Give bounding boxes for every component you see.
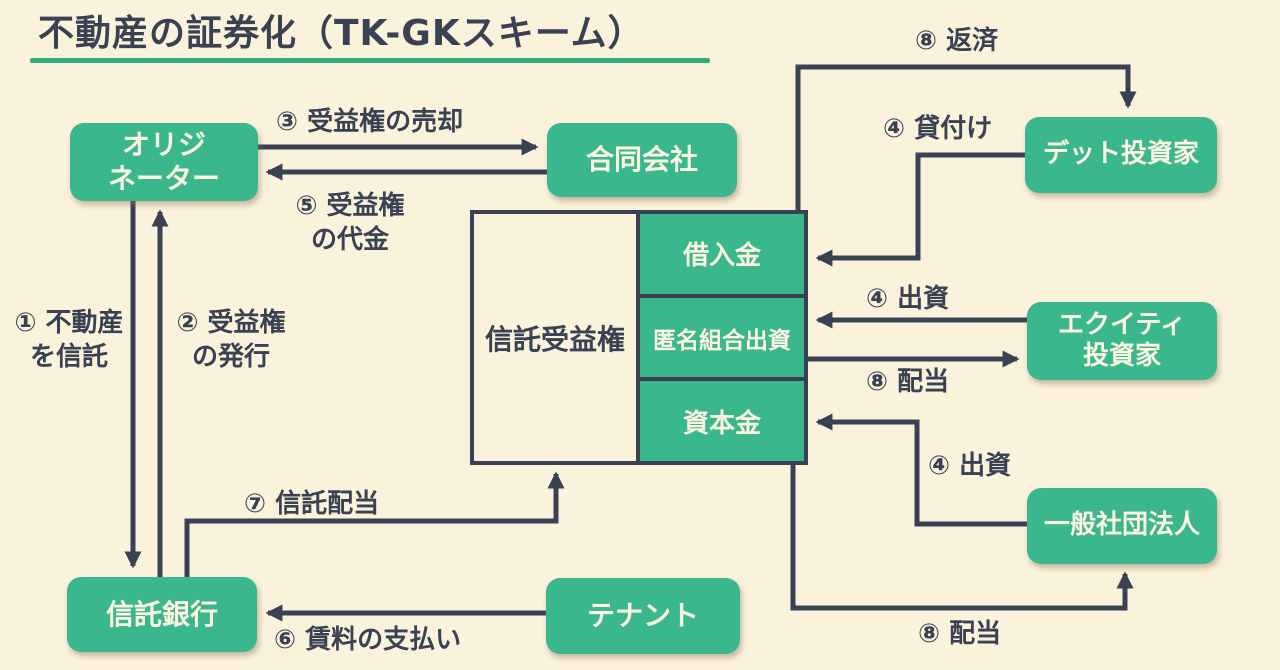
debt-investor-box: デット投資家 (1025, 117, 1217, 193)
originator-box: オリジ ネーター (70, 123, 258, 201)
equity-investor-box: エクイティ 投資家 (1027, 302, 1217, 380)
tenant-box: テナント (546, 578, 740, 654)
title-underline (30, 58, 710, 63)
arrow-8-repayment (795, 64, 1137, 210)
label-3-sale: ③ 受益権の売却 (276, 107, 464, 137)
label-8-repayment: ⑧ 返済 (915, 26, 999, 56)
arrow-8-dividend-ish (790, 464, 1134, 611)
loan-cell: 借入金 (640, 214, 804, 294)
trust-beneficiary-right-cell: 信託受益権 (474, 214, 640, 461)
label-4-equity: ④ 出資 (866, 284, 950, 314)
label-8-dividend-ish: ⑧ 配当 (918, 619, 1002, 649)
arrow-4-loan (815, 152, 1025, 267)
spc-balance-structure: 信託受益権 借入金 匿名組合出資 資本金 (470, 210, 808, 465)
label-4-ish: ④ 出資 (928, 451, 1012, 481)
label-7-trust-dividend: ⑦ 信託配当 (244, 489, 380, 519)
label-8-dividend-equity: ⑧ 配当 (866, 367, 950, 397)
label-4-loan: ④ 貸付け (883, 114, 993, 144)
arrow-4-ish (815, 413, 1027, 527)
arrow-7-trust-dividend (184, 471, 565, 577)
capital-cell: 資本金 (640, 377, 804, 462)
label-6-rent: ⑥ 賃料の支払い (274, 625, 462, 655)
trust-bank-box: 信託銀行 (67, 577, 257, 652)
label-2-issue: ② 受益権 の発行 (176, 308, 286, 372)
label-5-payment: ⑤ 受益権 の代金 (295, 191, 405, 255)
page-title: 不動産の証券化（TK-GKスキーム） (38, 13, 645, 54)
liability-column: 借入金 匿名組合出資 資本金 (640, 214, 804, 462)
ippan-shadan-box: 一般社団法人 (1027, 488, 1217, 564)
godo-kaisha-box: 合同会社 (547, 123, 737, 197)
tk-investment-cell: 匿名組合出資 (640, 293, 804, 378)
label-1-entrust: ① 不動産 を信託 (14, 308, 124, 372)
